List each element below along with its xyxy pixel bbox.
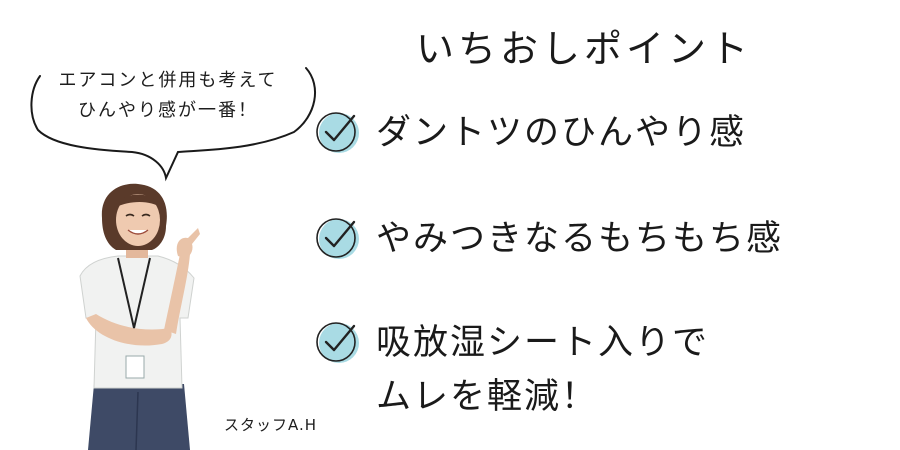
speech-bubble: エアコンと併用も考えて ひんやり感が一番！ (24, 46, 324, 186)
check-circle-icon (316, 218, 359, 259)
section-title: いちおしポイント (416, 27, 753, 71)
speech-bubble-text: エアコンと併用も考えて ひんやり感が一番！ (24, 66, 312, 126)
point-label: 吸放湿シート入りで ムレを軽減！ (376, 316, 709, 424)
point-item: やみつきなるもちもち感 (314, 212, 783, 266)
staff-photo (66, 178, 216, 450)
speech-bubble-outline (30, 67, 317, 182)
point-label-line: やみつきなるもちもち感 (376, 219, 784, 259)
staff-figure-icon (79, 183, 200, 450)
point-label-line: ダントツのひんやり感 (376, 113, 747, 153)
speech-bubble-line-1: エアコンと併用も考えて (58, 70, 278, 91)
point-label: ダントツのひんやり感 (376, 106, 746, 160)
staff-caption: スタッフA.H (224, 416, 318, 434)
check-circle-icon (316, 322, 359, 363)
speech-bubble-line-2: ひんやり感が一番！ (78, 100, 258, 121)
point-label-line: ムレを軽減！ (376, 377, 599, 417)
point-item: ダントツのひんやり感 (314, 106, 746, 160)
check-circle-icon (316, 112, 359, 153)
point-label: やみつきなるもちもち感 (376, 212, 783, 266)
point-label-line: 吸放湿シート入りで (376, 323, 710, 363)
point-item: 吸放湿シート入りで ムレを軽減！ (314, 316, 709, 424)
